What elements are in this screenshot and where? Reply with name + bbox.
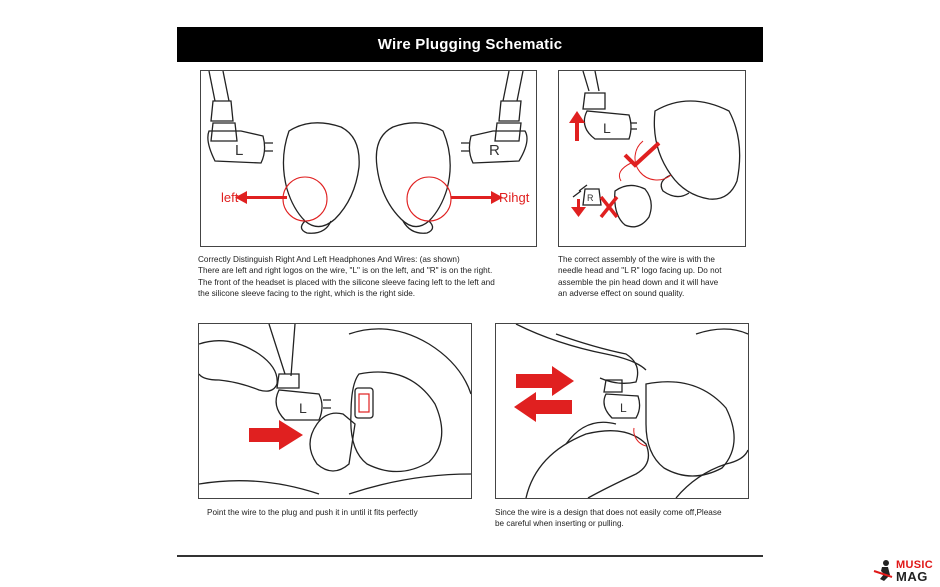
- caption-careful: Since the wire is a design that does not…: [495, 508, 722, 529]
- wire-logo-left: L: [235, 142, 243, 159]
- panel-careful: L: [495, 323, 749, 499]
- panel-left-right: L R left Rihgt: [200, 70, 537, 247]
- wire-logo-correct: L: [603, 120, 611, 136]
- wire-logo-right: R: [489, 142, 500, 159]
- left-right-illustration: L R left Rihgt: [207, 71, 530, 234]
- insert-illustration: L: [199, 324, 471, 495]
- watermark-mag: MAG: [896, 569, 928, 584]
- caption-orientation: The correct assembly of the wire is with…: [558, 255, 722, 299]
- wire-logo-wrong: R: [587, 193, 594, 203]
- page-title: Wire Plugging Schematic: [177, 27, 763, 62]
- careful-illustration: L: [514, 324, 748, 498]
- panel-orientation: L R: [558, 70, 746, 247]
- bottom-divider: [177, 555, 763, 557]
- label-left: left: [221, 190, 239, 205]
- wire-logo-insert: L: [299, 400, 307, 416]
- caption-insert: Point the wire to the plug and push it i…: [207, 508, 418, 517]
- guitarist-icon: [873, 560, 893, 581]
- watermark-music: MUSIC: [896, 559, 933, 571]
- watermark-logo: MUSIC MAG: [870, 558, 936, 584]
- wire-logo-careful: L: [620, 401, 627, 415]
- panel-insert: L: [198, 323, 472, 499]
- orientation-illustration: L R: [569, 71, 741, 228]
- label-right: Rihgt: [499, 190, 530, 205]
- caption-left-right: Correctly Distinguish Right And Left Hea…: [198, 255, 495, 299]
